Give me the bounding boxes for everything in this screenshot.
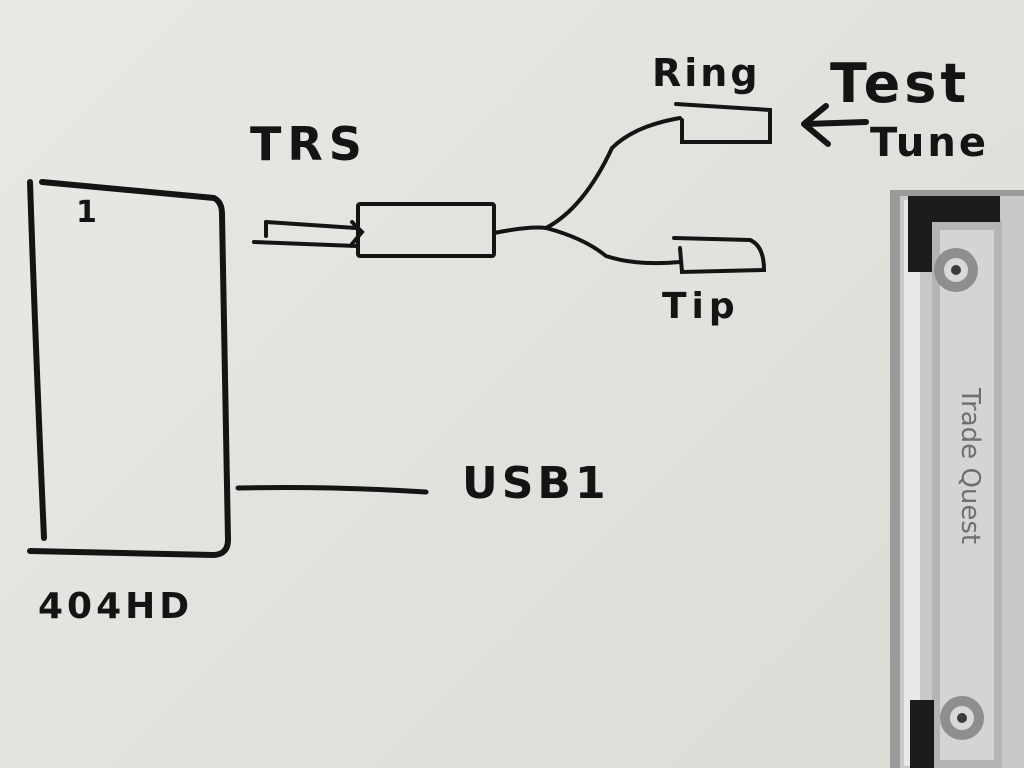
device-channel-label: 1 <box>76 195 97 230</box>
ring-label: Ring <box>652 51 761 95</box>
test-label: Test <box>830 52 970 115</box>
clipboard-clip: Trade Quest <box>890 190 1024 768</box>
tip-connector <box>672 236 767 275</box>
left-arrow-icon <box>801 103 869 147</box>
usb-cable <box>235 485 429 495</box>
y-splitter-cable <box>492 116 682 266</box>
clip-brand-text: Trade Quest <box>955 387 985 544</box>
ring-connector <box>674 102 772 144</box>
tip-label: Tip <box>662 286 740 327</box>
trs-label: TRS <box>250 117 368 171</box>
tune-label: Tune <box>870 120 989 166</box>
usb-label: USB1 <box>462 458 610 509</box>
trs-plug <box>252 202 496 258</box>
device-box <box>27 179 231 558</box>
device-name-label: 404HD <box>38 586 193 627</box>
